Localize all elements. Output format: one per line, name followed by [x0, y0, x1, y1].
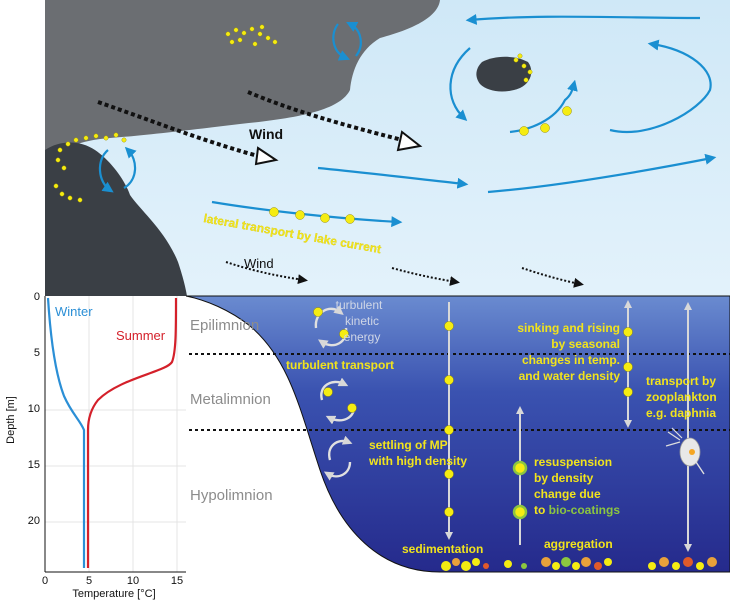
resuspension-label-3: change due	[534, 487, 601, 501]
wind-arrows	[97, 90, 584, 288]
resuspension-label-4a: to	[534, 503, 549, 517]
summer-label: Summer	[116, 328, 166, 343]
shoreline-north	[45, 0, 440, 158]
profile-plot-area	[45, 296, 186, 572]
sediment-particles	[441, 557, 717, 571]
summer-profile-line	[86, 297, 178, 568]
zooplankton-label-2: zooplankton	[646, 390, 717, 404]
settling-label-2: with high density	[368, 454, 467, 468]
sinking-label-2: by seasonal	[551, 337, 620, 351]
daphnia-icon	[665, 427, 705, 475]
layer-metalimnion: Metalimnion	[190, 391, 271, 408]
resuspension-label-2: by density	[534, 471, 594, 485]
wind-label-weak: Wind	[244, 256, 274, 271]
tke-label-1: turbulent	[336, 298, 383, 312]
wind-label-strong: Wind	[249, 126, 283, 142]
sedimentation-label: sedimentation	[402, 542, 483, 556]
biocoatings-label: bio-coatings	[549, 503, 621, 517]
zooplankton-label-3: e.g. daphnia	[646, 406, 716, 420]
current-particles	[269, 106, 572, 224]
layer-epilimnion: Epilimnion	[190, 317, 259, 334]
aggregation-label: aggregation	[544, 537, 613, 551]
resuspension-label-4: to bio-coatings	[534, 503, 620, 517]
profile-x-ticks: 0 5 10 15	[42, 575, 183, 587]
sinking-label-3: changes in temp.	[522, 353, 620, 367]
biocoated-particles	[512, 460, 528, 520]
tke-label-3: energy	[344, 330, 381, 344]
settling-label-1: settling of MP	[369, 438, 448, 452]
island	[476, 56, 532, 92]
lake-water-column	[185, 295, 730, 573]
winter-label: Winter	[55, 304, 93, 319]
tke-label-2: kinetic	[345, 314, 379, 328]
y-tick-15: 15	[28, 459, 40, 471]
top-panel: Wind Wind lateral transport by lake curr…	[45, 0, 730, 296]
y-tick-10: 10	[28, 403, 40, 415]
resuspension-label-1: resuspension	[534, 455, 612, 469]
y-tick-5: 5	[34, 347, 40, 359]
zooplankton-label-1: transport by	[646, 374, 716, 388]
water-column-particles	[313, 307, 633, 517]
profile-y-label: Depth [m]	[5, 396, 17, 444]
layer-hypolimnion: Hypolimnion	[190, 487, 273, 504]
x-tick-15: 15	[171, 575, 183, 587]
shoreline-west	[45, 142, 187, 296]
lake-cross-section: Epilimnion Metalimnion Hypolimnion	[45, 295, 730, 573]
x-tick-5: 5	[86, 575, 92, 587]
profile-y-ticks: 0 5 10 15 20	[28, 291, 40, 527]
profile-x-label: Temperature [°C]	[72, 588, 155, 600]
y-tick-0: 0	[34, 291, 40, 303]
y-tick-20: 20	[28, 515, 40, 527]
shore-particles	[53, 24, 533, 203]
turbulent-transport-label: turbulent transport	[286, 358, 394, 372]
x-tick-10: 10	[127, 575, 139, 587]
sinking-label-4: and water density	[519, 369, 621, 383]
sinking-label-1: sinking and rising	[517, 321, 620, 335]
x-tick-0: 0	[42, 575, 48, 587]
temperature-profile-chart: Winter Summer 0 5 10 15 20 0 5 10 15 Tem…	[5, 291, 186, 600]
winter-profile-line	[46, 297, 86, 568]
process-labels: turbulent kinetic energy turbulent trans…	[286, 298, 717, 556]
